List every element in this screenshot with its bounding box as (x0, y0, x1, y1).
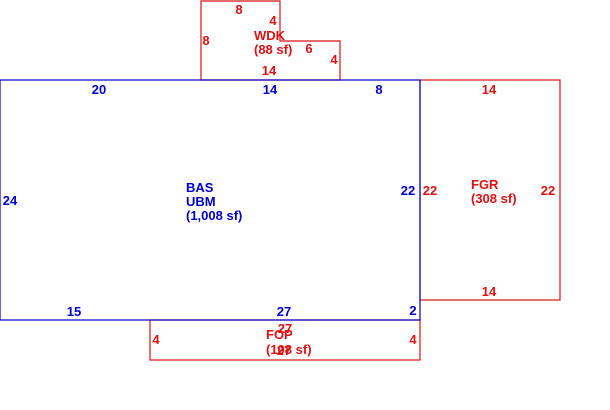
wdk-area-label: (88 sf) (254, 42, 292, 57)
wdk-dim-top: 8 (235, 2, 242, 17)
fgr-code-label: FGR (471, 177, 499, 192)
fop-area-label: (108 sf) (266, 342, 312, 357)
fop-dim-top: 27 (278, 321, 292, 336)
bas-dim-top-mid: 14 (263, 82, 278, 97)
fgr-area-label: (308 sf) (471, 191, 517, 206)
wdk-dim-right: 4 (330, 52, 338, 67)
bas-dim-top-left: 20 (92, 82, 106, 97)
fop-dim-bottom: 27 (277, 343, 291, 358)
fop-code-label: FOP (266, 327, 293, 342)
bas-dim-bottom-right: 2 (409, 303, 416, 318)
bas-code-label: BAS (186, 180, 214, 195)
fop-dim-left: 4 (152, 332, 160, 347)
fop-dim-right: 4 (409, 332, 417, 347)
wdk-dim-bottom: 14 (262, 63, 277, 78)
bas-dim-left: 24 (3, 193, 18, 208)
wdk-dim-step-down: 4 (269, 13, 277, 28)
fgr-dim-left: 22 (423, 183, 437, 198)
bas-dim-bottom-left: 15 (67, 304, 81, 319)
bas-dim-right: 22 (401, 183, 415, 198)
wdk-dim-left: 8 (202, 33, 209, 48)
bas-dim-top-right: 8 (375, 82, 382, 97)
fgr-dim-right: 22 (541, 183, 555, 198)
wdk-code-label: WDK (254, 28, 286, 43)
bas-dim-bottom-mid: 27 (277, 304, 291, 319)
fgr-dim-bottom: 14 (482, 284, 497, 299)
fgr-dim-top: 14 (482, 82, 497, 97)
wdk-dim-step-top: 6 (305, 41, 312, 56)
bas-area-label: (1,008 sf) (186, 208, 242, 223)
bas-outline (0, 79, 421, 321)
ubm-code-label: UBM (186, 194, 216, 209)
